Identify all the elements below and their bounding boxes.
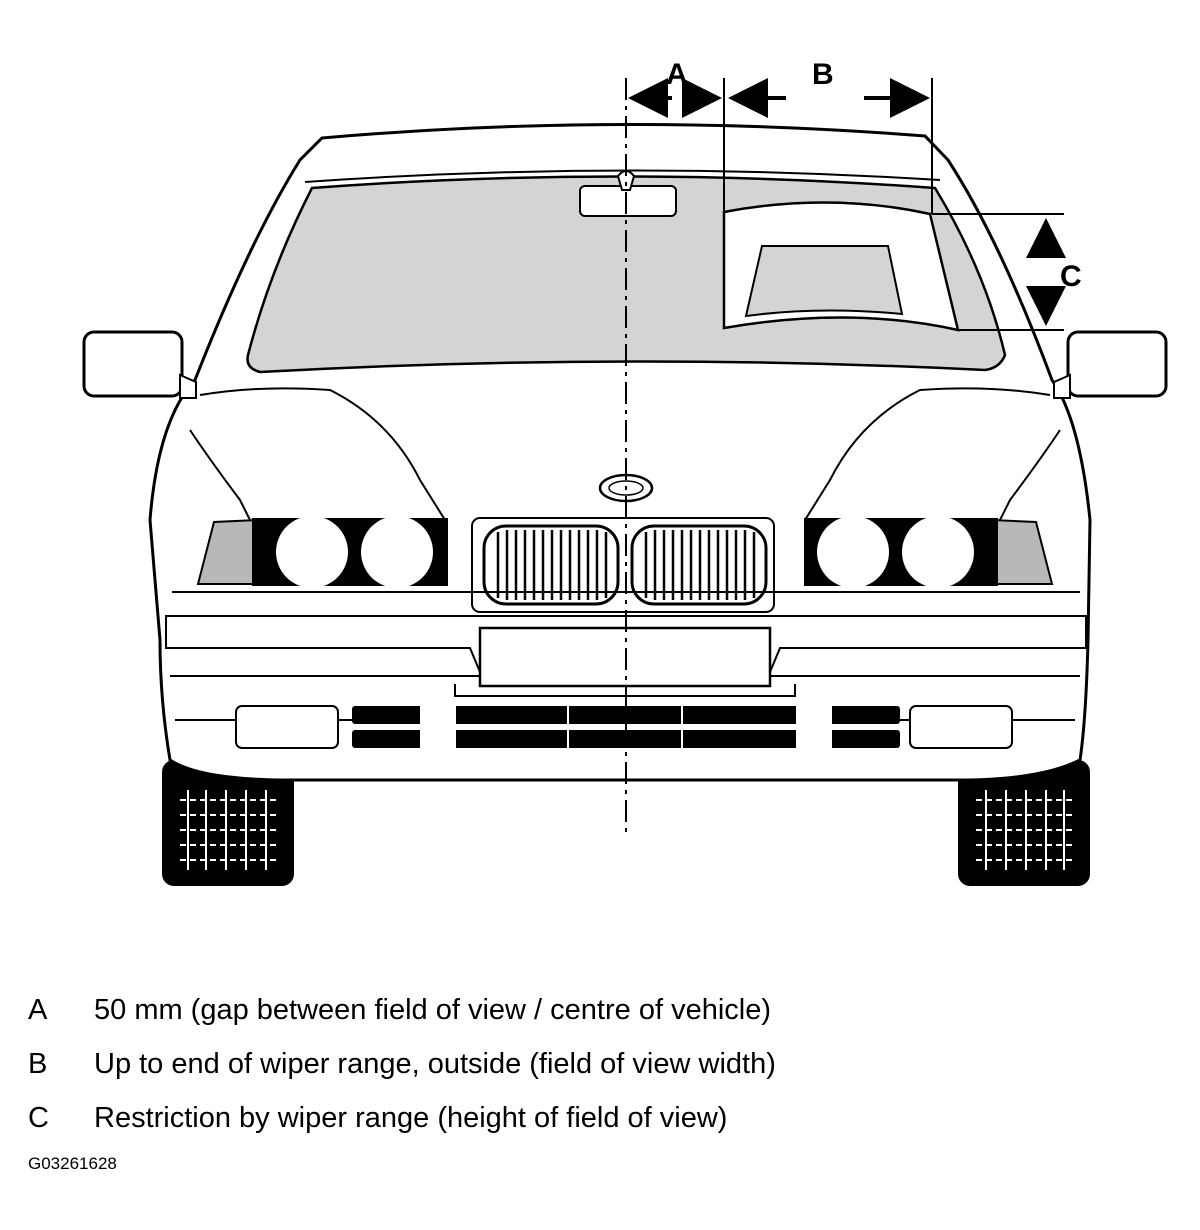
figure-code: G03261628 [28,1154,117,1173]
right-fog-light [909,705,1013,749]
dimension-label-c: C [1060,260,1082,293]
hood-lines [189,387,1061,521]
left-side-mirror [82,330,197,399]
left-tire [162,760,294,886]
legend-row-a: A 50 mm (gap between field of view / cen… [28,988,1168,1042]
legend-row-b: B Up to end of wiper range, outside (fie… [28,1042,1168,1096]
legend-text: 50 mm (gap between field of view / centr… [94,994,771,1026]
dimension-a: A [628,58,722,118]
legend-key: C [28,1102,49,1134]
rear-view-mirror [579,170,677,217]
legend-key: A [28,994,48,1026]
left-fog-light [235,705,339,749]
legend-row-c: C Restriction by wiper range (height of … [28,1096,1168,1150]
dimension-label-b: B [812,58,834,91]
kidney-grille [471,517,775,613]
right-tire [958,760,1090,886]
left-headlight-cluster [196,516,448,588]
right-side-mirror [1053,330,1168,399]
dimension-b: B [728,58,930,118]
dimension-label-a: A [666,58,688,91]
dimension-c: C [1026,218,1082,326]
right-headlight-cluster [804,516,1054,588]
legend-text: Restriction by wiper range (height of fi… [94,1102,728,1134]
legend: A 50 mm (gap between field of view / cen… [28,988,1168,1150]
field-of-view-inner-shape [744,245,904,318]
legend-text: Up to end of wiper range, outside (field… [94,1048,776,1080]
vehicle-front-view-diagram: A B C [82,58,1168,886]
dimension-extension-lines [723,78,1064,331]
legend-key: B [28,1048,48,1080]
roof-line [304,169,941,183]
